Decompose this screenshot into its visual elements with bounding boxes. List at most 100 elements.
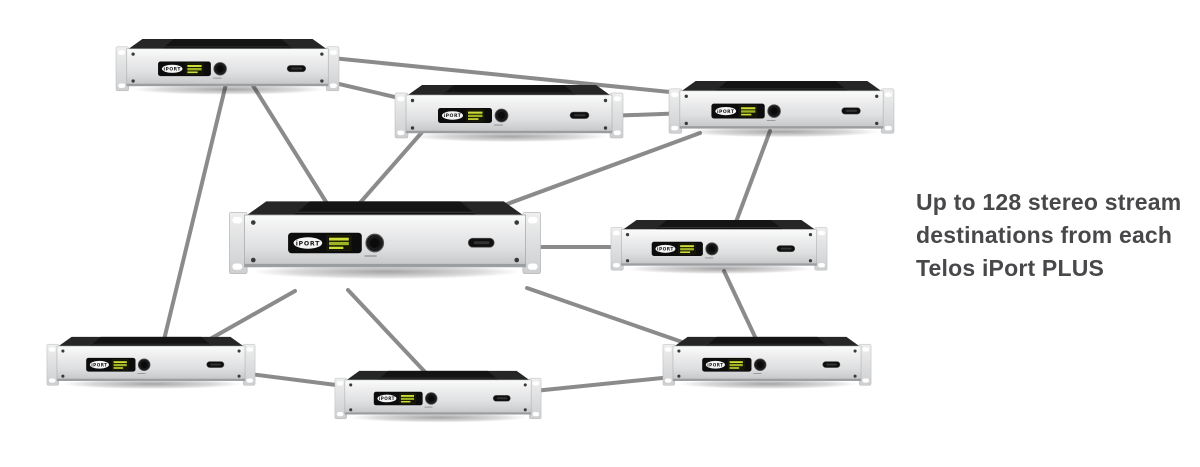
heatsink-top xyxy=(681,80,882,91)
telos-small-label xyxy=(424,406,433,408)
display-module: iPORT xyxy=(158,61,211,77)
caption: Up to 128 stereo stream destinations fro… xyxy=(916,186,1181,285)
display-module: iPORT xyxy=(711,103,765,119)
iport-logo-text: iPORT xyxy=(717,109,735,115)
lcd-screen xyxy=(399,393,416,404)
control-knob xyxy=(213,62,227,76)
lcd-screen xyxy=(739,105,758,117)
device-bottom-middle: iPORT xyxy=(334,370,542,428)
usb-port xyxy=(286,65,306,73)
lcd-screen xyxy=(185,63,204,75)
panel-screws xyxy=(131,52,324,83)
panel-screws xyxy=(61,349,241,378)
iport-logo-badge xyxy=(161,64,183,73)
telos-small-label xyxy=(766,119,776,122)
iport-logo-badge xyxy=(715,106,737,116)
device-top-left: iPORT xyxy=(115,38,340,101)
rack-ear-right xyxy=(242,343,256,386)
iport-logo-badge xyxy=(377,394,397,403)
device-top-right: iPORT xyxy=(668,80,895,143)
iport-logo-text: iPORT xyxy=(91,362,107,367)
iport-logo-badge xyxy=(655,244,676,253)
telos-small-label xyxy=(704,257,714,259)
control-knob xyxy=(767,104,781,118)
heatsink-top xyxy=(408,85,610,95)
telos-small-label xyxy=(753,372,762,374)
device-shadow xyxy=(132,83,325,95)
panel-screws xyxy=(677,349,857,378)
heatsink-top xyxy=(128,38,327,49)
panel-screws xyxy=(625,233,813,263)
control-knob xyxy=(753,358,767,372)
rack-ear-left xyxy=(115,46,129,92)
control-knob xyxy=(365,233,385,253)
connection-line-bottom-middle-bottom-right xyxy=(532,375,674,393)
telos-small-label xyxy=(364,255,377,257)
lcd-screen xyxy=(728,359,745,371)
telos-small-label xyxy=(212,77,222,79)
iport-logo-badge xyxy=(293,237,323,249)
control-knob xyxy=(425,392,438,405)
caption-line-3: Telos iPort PLUS xyxy=(916,255,1105,281)
display-module: iPORT xyxy=(651,241,703,256)
device-mid-right: iPORT xyxy=(610,219,828,280)
connection-line-center-bottom-right xyxy=(525,286,687,345)
device-shadow xyxy=(62,378,242,389)
device-shadow xyxy=(627,263,813,274)
device-shadow xyxy=(678,378,858,389)
display-module: iPORT xyxy=(86,357,136,372)
telos-small-label xyxy=(137,372,146,374)
connection-line-top-right-mid-right xyxy=(731,129,772,232)
device-shadow xyxy=(350,412,528,423)
lcd-screen xyxy=(326,234,352,252)
device-bottom-right: iPORT xyxy=(662,336,872,394)
rack-ear-left xyxy=(668,88,683,134)
usb-port xyxy=(569,111,590,119)
panel-screws xyxy=(410,98,608,130)
panel-screws xyxy=(684,94,879,126)
usb-port xyxy=(841,107,861,115)
connection-line-top-left-center xyxy=(250,82,335,215)
display-module: iPORT xyxy=(288,232,362,254)
connection-line-top-left-top-right xyxy=(320,55,692,96)
connection-line-center-bottom-middle xyxy=(346,288,427,374)
display-module: iPORT xyxy=(438,108,492,123)
heatsink-top xyxy=(623,219,815,230)
lcd-screen xyxy=(466,109,485,122)
heatsink-top xyxy=(58,336,244,347)
iport-logo-text: iPORT xyxy=(657,246,674,252)
iport-logo-text: iPORT xyxy=(444,113,462,119)
display-module: iPORT xyxy=(373,391,423,406)
device-center: iPORT xyxy=(228,200,542,287)
connection-line-top-middle-center xyxy=(350,129,425,214)
iport-logo-text: iPORT xyxy=(164,66,182,72)
rack-ear-right xyxy=(814,227,828,271)
usb-port xyxy=(492,395,511,402)
device-top-middle: iPORT xyxy=(394,84,624,148)
rack-ear-left xyxy=(46,343,60,386)
connection-line-top-left-bottom-left xyxy=(161,82,228,346)
heatsink-top xyxy=(674,336,860,347)
lcd-screen xyxy=(112,359,129,371)
heatsink-top xyxy=(247,201,523,216)
device-shadow xyxy=(412,131,608,142)
rack-ear-left xyxy=(610,227,624,271)
usb-port xyxy=(776,245,796,253)
iport-logo-badge xyxy=(89,360,110,369)
connection-line-top-right-center xyxy=(478,131,702,216)
iport-logo-badge xyxy=(442,111,463,120)
iport-logo-text: iPORT xyxy=(379,396,395,401)
panel-screws xyxy=(349,383,527,412)
control-knob xyxy=(705,242,719,256)
usb-port xyxy=(206,361,225,368)
control-knob xyxy=(137,358,151,372)
panel-screws xyxy=(250,220,520,263)
rack-ear-left xyxy=(334,377,347,420)
rack-ear-right xyxy=(858,343,872,386)
usb-port xyxy=(822,361,841,368)
iport-logo-text: iPORT xyxy=(707,362,723,367)
caption-line-2: destinations from each xyxy=(916,222,1173,248)
